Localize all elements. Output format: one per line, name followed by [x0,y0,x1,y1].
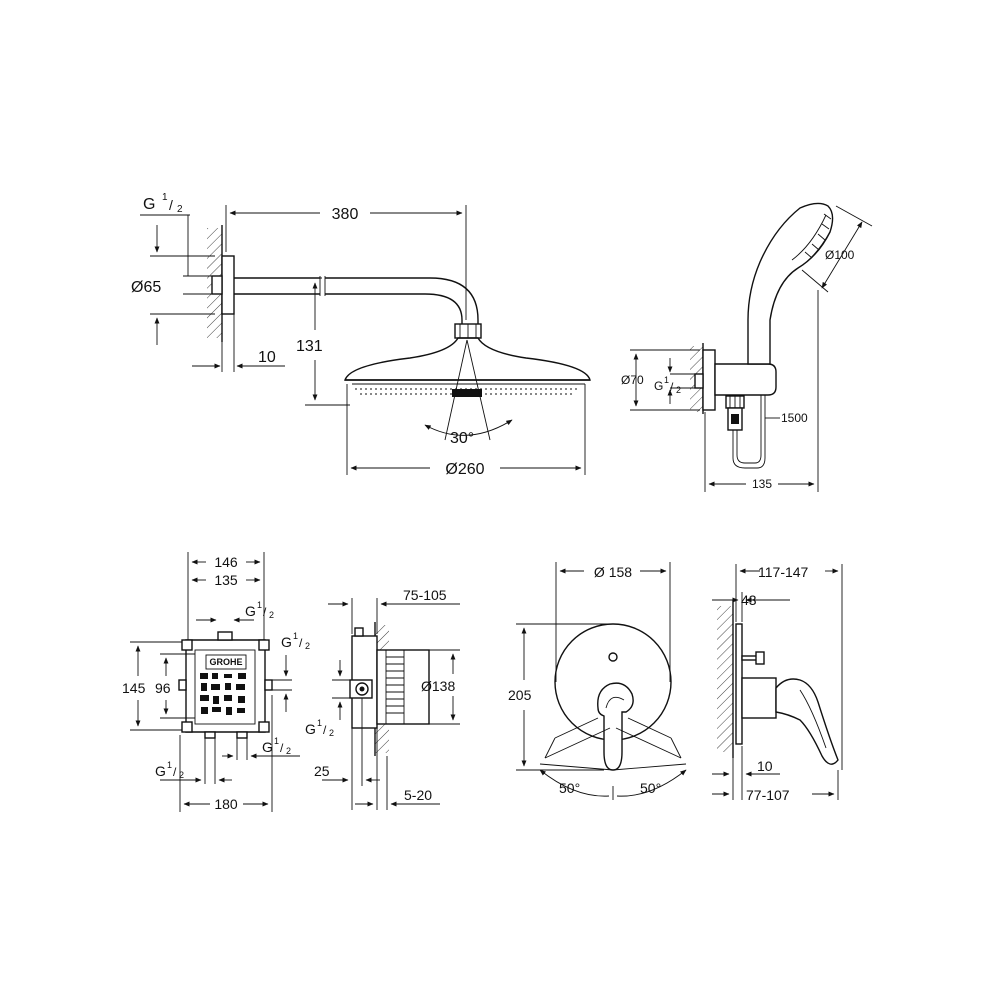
box-right-frac-slash: / [299,636,303,650]
mixer-rosette-label: 10 [757,758,773,774]
box-br-frac-den: 2 [286,746,291,756]
spray-angle-label: 30° [450,430,474,447]
flange-thickness-label: 10 [258,349,276,366]
box-width-inner-label: 135 [214,572,238,588]
box-side-view: 75-105 Ø138 G 1 / 2 25 5-20 [305,587,460,810]
angle-left-label: 50° [559,780,580,796]
indicator-dot [608,652,618,662]
box-br-frac-num: 1 [274,736,279,746]
box-right-frac-num: 1 [293,631,298,641]
thread-label: G [143,196,155,213]
box-side-frac-den: 2 [329,728,334,738]
shower-head-view: 380 G 1 / 2 Ø65 10 131 30° Ø260 [131,192,591,478]
box-height-inner-label: 96 [155,680,171,696]
thread-frac-num: 1 [162,192,168,203]
cylinder-ribs [386,656,404,714]
hand-depth-label: 135 [752,477,772,491]
plaster-depth-label: 5-20 [404,787,432,803]
box-depth-label: 75-105 [403,587,447,603]
hand-shower-view: Ø100 Ø70 G 1 / 2 1500 135 [621,202,873,492]
hand-head-dia-label: Ø100 [825,248,855,262]
thread-slash: / [169,197,173,213]
mixer-front-view: 50° 50° Ø 158 205 [508,562,687,800]
brand-logo-text: GROHE [209,657,242,667]
wall-elbow [714,363,777,396]
box-cylinder-dia-label: Ø138 [421,678,455,694]
box-front-view: GROHE 146 135 G [122,552,310,812]
height-label: 131 [296,338,323,355]
box-right-thread-label: G [281,634,292,650]
wall-flange [221,255,235,315]
hose-length-label: 1500 [781,411,808,425]
box-right-frac-den: 2 [305,641,310,651]
mixer-body [741,677,777,719]
box-bl-frac-den: 2 [179,770,184,780]
box-side-frac-slash: / [323,723,327,737]
head-dia-label: Ø260 [445,461,484,478]
mixer-depth-label: 117-147 [758,564,809,580]
instruction-pictograms [200,673,246,715]
box-offset-label: 25 [314,763,330,779]
hand-thread-num: 1 [664,375,669,385]
box-top-frac-slash: / [263,605,267,619]
hand-thread-den: 2 [676,385,681,395]
mixer-inner-label: 43 [741,592,757,608]
box-side-frac-num: 1 [317,718,322,728]
shower-head-dome [344,337,591,381]
flange-dia-label: Ø65 [131,279,161,296]
arm-length-label: 380 [332,206,359,223]
box-bl-frac-slash: / [173,765,177,779]
outlet-dia-label: Ø70 [621,373,644,387]
mixer-range-label: 77-107 [746,787,790,803]
box-width-outer-label: 146 [214,554,238,570]
box-top-frac-num: 1 [257,600,262,610]
mixer-lever [597,682,634,771]
thread-frac-den: 2 [177,204,183,215]
box-bottom-right-thread-label: G [262,739,273,755]
box-top-thread-label: G [245,603,256,619]
box-br-frac-slash: / [280,741,284,755]
mixer-lever-side [775,678,839,765]
box-side-thread-label: G [305,721,316,737]
box-height-outer-label: 145 [122,680,146,696]
box-base-width-label: 180 [214,796,238,812]
box-bl-frac-num: 1 [167,760,172,770]
hand-thread-slash: / [670,380,674,394]
nozzle-row [352,383,585,395]
mixer-dia-label: Ø 158 [594,564,632,580]
outlet-flange [702,349,716,411]
mixer-height-label: 205 [508,687,532,703]
box-top-frac-den: 2 [269,610,274,620]
hand-thread-label: G [654,379,663,393]
angle-right-label: 50° [640,780,661,796]
hand-shower-handle [747,202,834,365]
box-bottom-left-thread-label: G [155,763,166,779]
rosette-plate [735,623,743,745]
mixer-side-view: 117-147 43 10 77-107 [712,564,843,803]
